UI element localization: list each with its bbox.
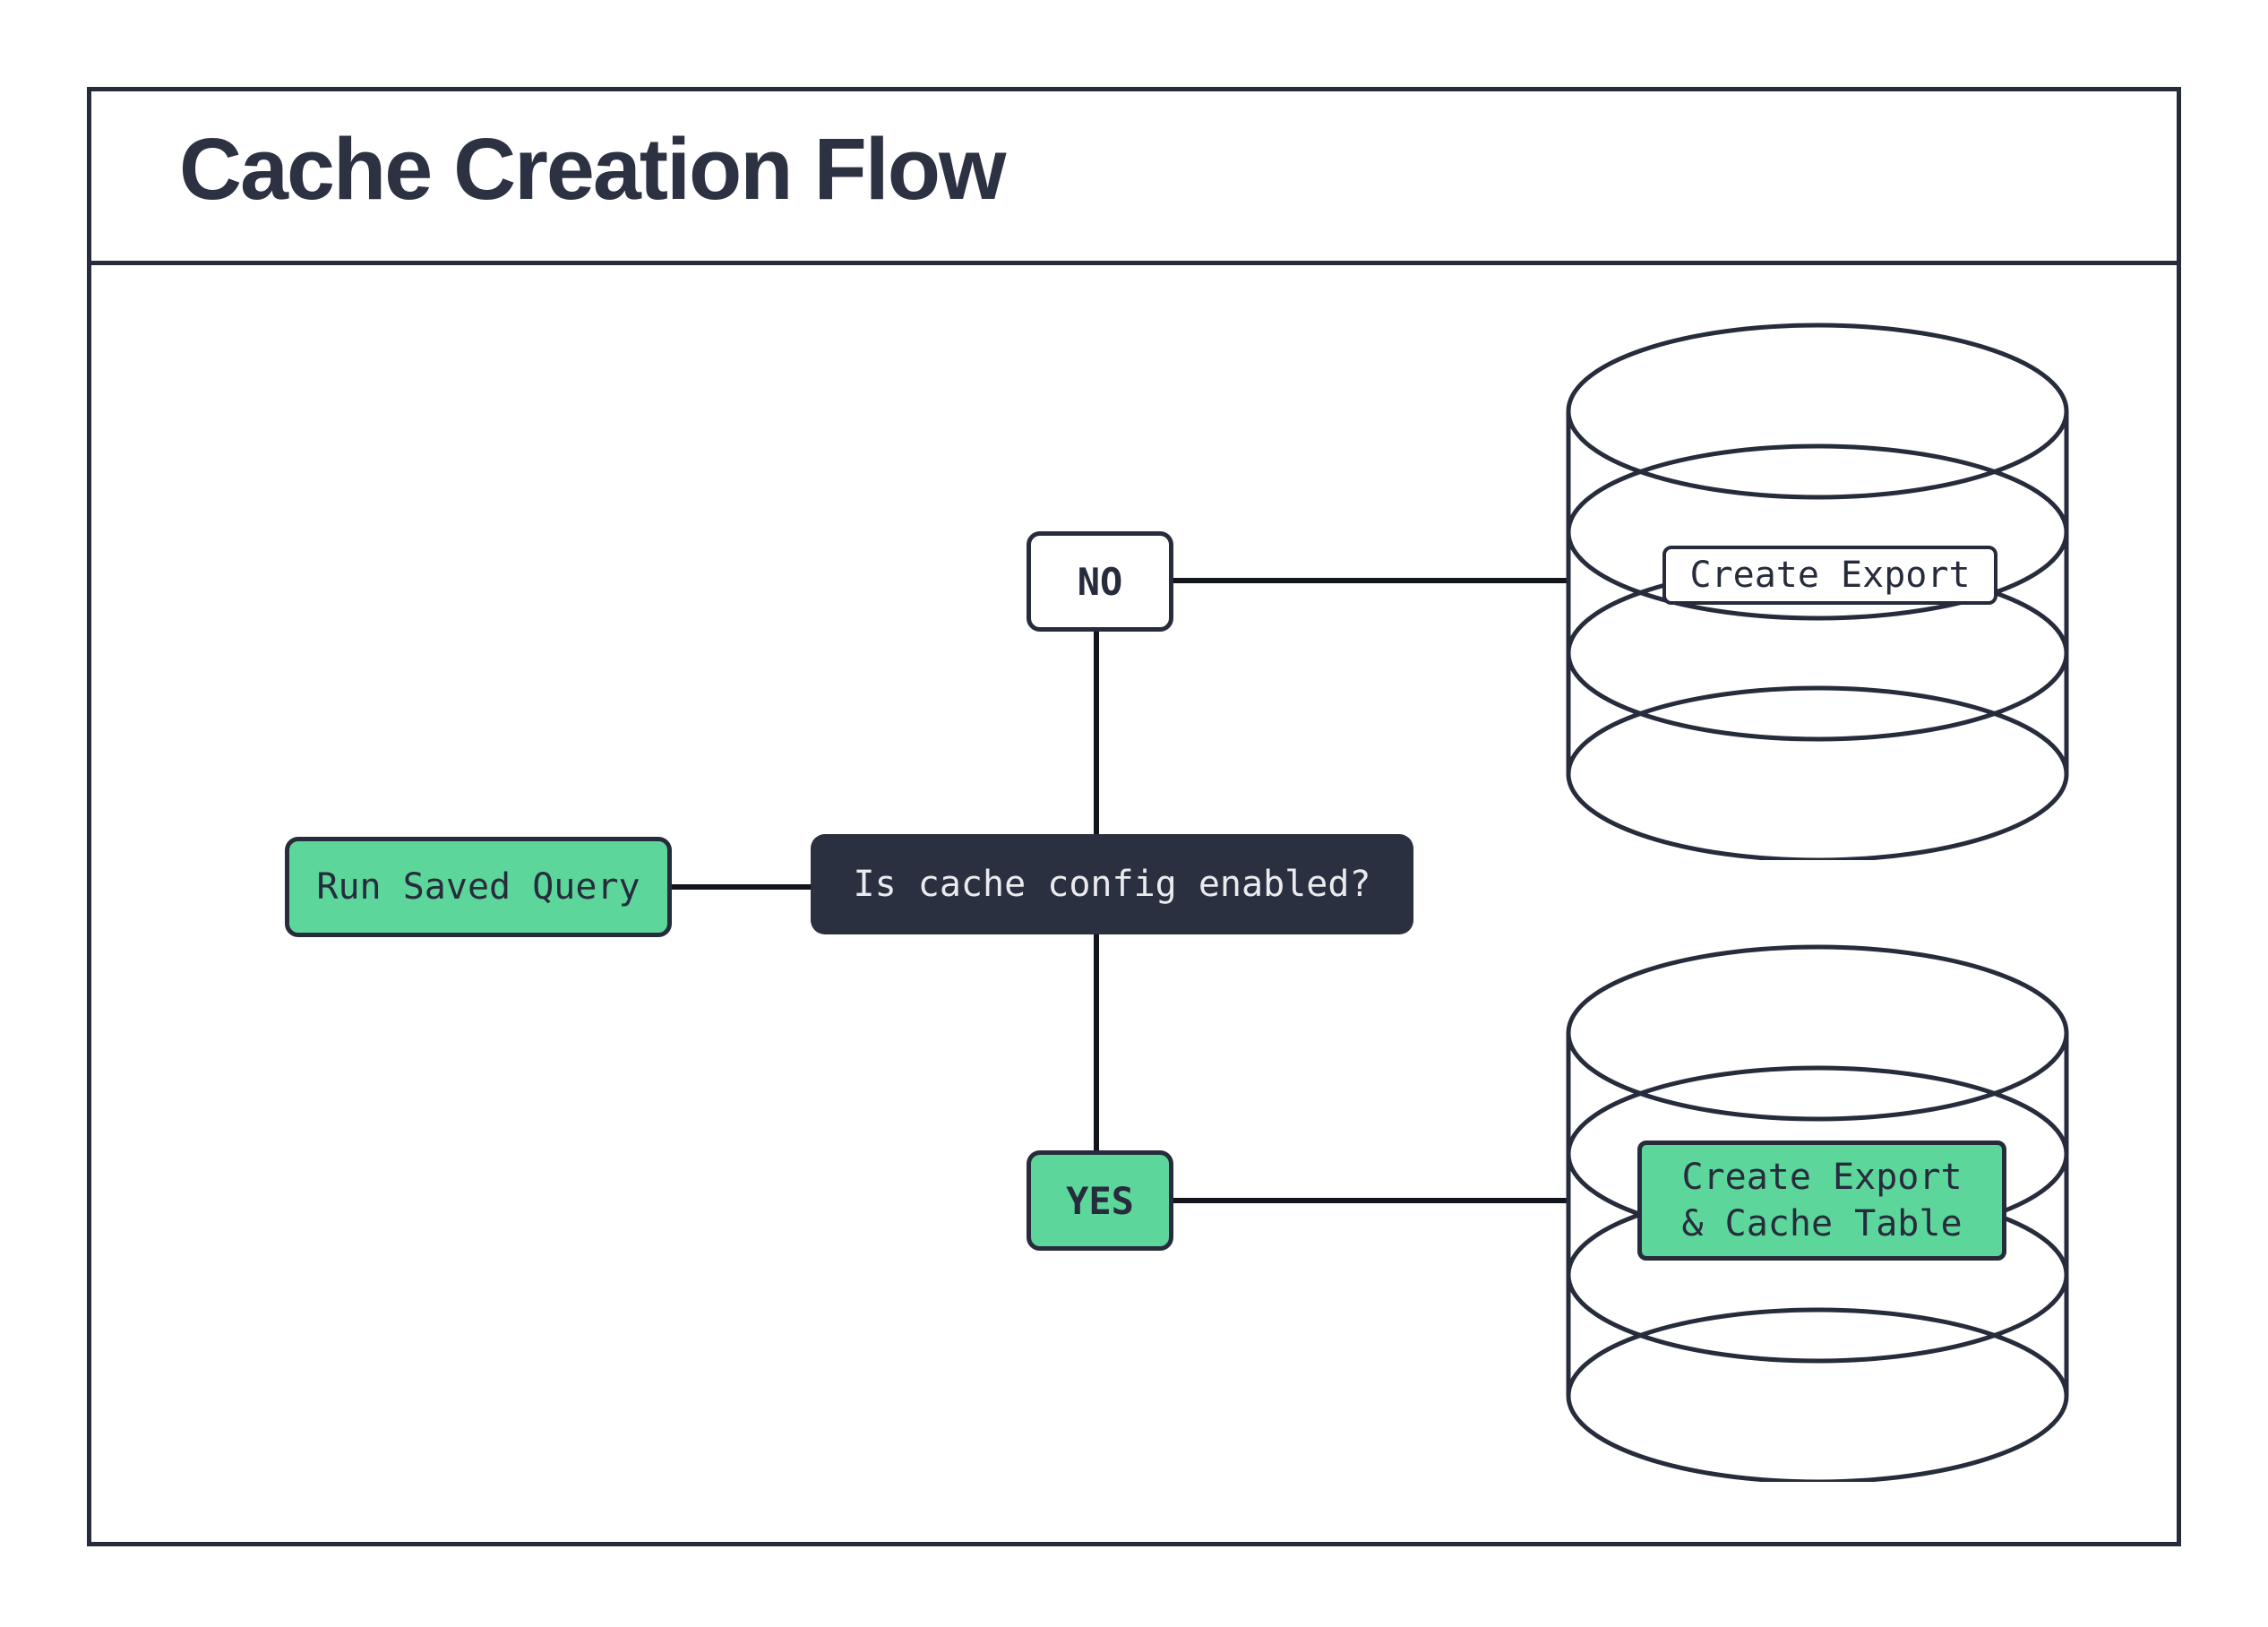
no-branch-label: NO xyxy=(1077,559,1123,604)
decision-node: Is cache config enabled? xyxy=(811,834,1413,934)
diagram-title: Cache Creation Flow xyxy=(179,120,1006,218)
connector-decision-to-yes xyxy=(1094,934,1099,1150)
create-export-cache-line2: & Cache Table xyxy=(1681,1203,1963,1244)
page-frame xyxy=(87,87,2181,1546)
create-export-cache-label-node: Create Export & Cache Table xyxy=(1637,1141,2006,1261)
header-divider xyxy=(87,261,2181,265)
create-export-cache-line1: Create Export xyxy=(1681,1157,1963,1198)
connector-yes-to-database xyxy=(1173,1198,1570,1203)
connector-no-to-database xyxy=(1173,578,1570,583)
start-node-label: Run Saved Query xyxy=(316,866,640,908)
create-export-label: Create Export xyxy=(1689,555,1971,596)
no-branch-node: NO xyxy=(1027,531,1173,632)
yes-branch-node: YES xyxy=(1027,1150,1173,1251)
connector-start-to-decision xyxy=(672,884,811,890)
yes-branch-label: YES xyxy=(1066,1178,1134,1223)
connector-decision-to-no xyxy=(1094,632,1099,834)
decision-node-label: Is cache config enabled? xyxy=(853,864,1371,905)
create-export-label-node: Create Export xyxy=(1662,546,1997,605)
start-node: Run Saved Query xyxy=(285,837,672,937)
